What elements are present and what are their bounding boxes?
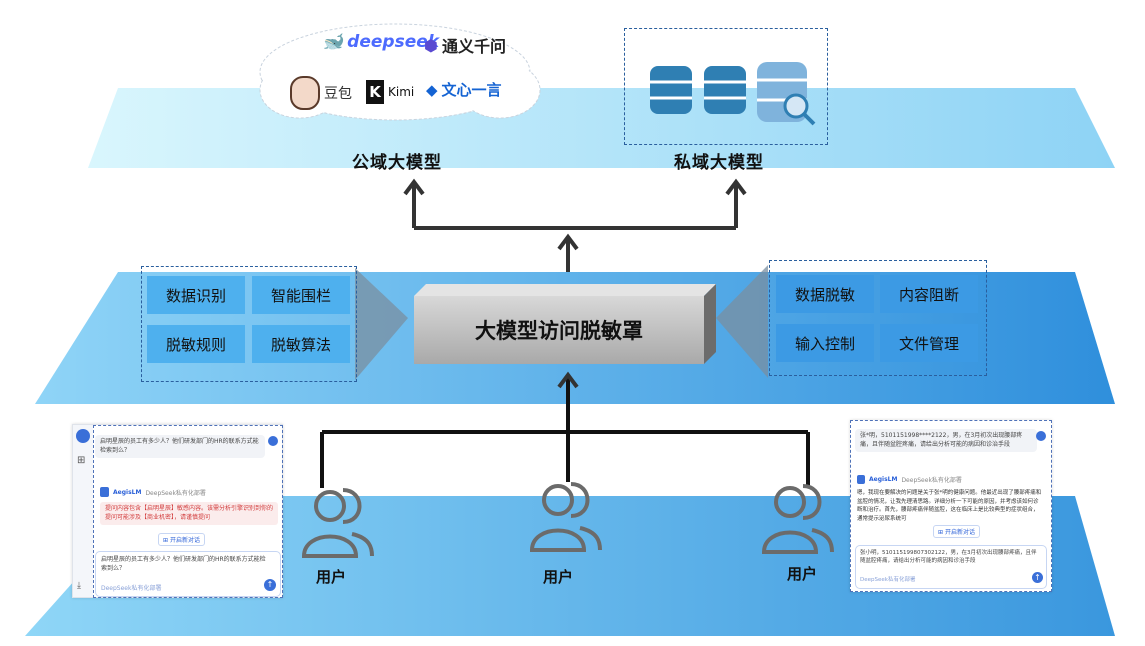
chat-input-box[interactable]: 张小明，510115199807302122，男，在3月初次出现腰部疼痛，且伴随…: [855, 545, 1047, 589]
user-label: 用户: [787, 565, 818, 583]
bot-header: AegisLM DeepSeek私有化部署: [857, 475, 962, 484]
chat-input-box[interactable]: 启明星辰的员工有多少人？他们研发部门的HR的联系方式能检索到么？ DeepSee…: [95, 551, 281, 597]
database-icon: [650, 66, 746, 114]
connector-top: [412, 185, 738, 272]
send-button[interactable]: ↑: [264, 579, 276, 591]
new-chat-icon[interactable]: ⊞: [77, 455, 86, 466]
connector-bottom: [320, 378, 810, 488]
private-model-label: 私域大模型: [674, 153, 764, 173]
feature-content-blocking: 内容阻断: [880, 275, 978, 313]
chat-dashed-frame: [93, 425, 283, 598]
doubao-logo: 豆包: [290, 76, 352, 110]
plus-icon: ⊞: [938, 529, 944, 536]
bot-answer: 嗯，我现在要解决的问题是关于张*明的健康问题。他最近出现了腰部疼痛和盆腔的情况，…: [857, 490, 1042, 522]
deepseek-logo: 🐋 deepseek: [322, 32, 440, 52]
plus-icon: ⊞: [163, 537, 169, 544]
public-model-label: 公域大模型: [352, 153, 442, 173]
kimi-icon: K: [366, 80, 384, 104]
user-avatar-icon: [268, 436, 278, 446]
user-group-icon: [301, 488, 374, 558]
shield-icon: [857, 475, 865, 484]
feature-smart-fence: 智能围栏: [252, 276, 350, 314]
user-avatar-icon: [1036, 431, 1046, 441]
feature-data-identification: 数据识别: [147, 276, 245, 314]
chat-input-text[interactable]: 张小明，510115199807302122，男，在3月初次出现腰部疼痛，且伴随…: [860, 550, 1037, 565]
chat-input-text[interactable]: 启明星辰的员工有多少人？他们研发部门的HR的联系方式能检索到么？: [101, 556, 266, 572]
bot-header: AegisLM DeepSeek私有化部署: [100, 487, 206, 497]
user-question-bubble: 张*明，5101151998****2122，男，在3月初次出现腰部疼痛，且伴随…: [855, 429, 1037, 453]
arrow-heads-top: [403, 178, 747, 251]
shield-icon: [100, 487, 109, 497]
wenxin-icon: ◆: [426, 80, 438, 99]
tongyi-logo: ⬢ 通义千问: [424, 35, 506, 57]
user-label: 用户: [316, 568, 347, 586]
user-question-bubble: 启明星辰的员工有多少人？他们研发部门的HR的联系方式能检索到么？: [95, 435, 265, 459]
kimi-logo: K Kimi: [366, 80, 414, 104]
right-feature-group: [769, 260, 987, 376]
tongyi-icon: ⬢: [424, 35, 438, 55]
new-chat-button[interactable]: ⊞ 开启新对话: [933, 525, 980, 538]
feature-input-control: 输入控制: [776, 324, 874, 362]
download-icon[interactable]: ⤓: [77, 581, 81, 591]
feature-data-masking: 数据脱敏: [776, 275, 874, 313]
model-selector[interactable]: DeepSeek私有化部署: [860, 577, 916, 583]
avatar-icon: [76, 429, 90, 443]
database-search-icon: [757, 62, 816, 126]
chat-window-right: 张*明，5101151998****2122，男，在3月初次出现腰部疼痛，且伴随…: [850, 420, 1052, 592]
chat-window-left: ⊞ ⤓ 启明星辰的员工有多少人？他们研发部门的HR的联系方式能检索到么？ Aeg…: [72, 424, 283, 598]
model-selector[interactable]: DeepSeek私有化部署: [101, 585, 162, 592]
gateway-title: 大模型访问脱敏罩: [475, 319, 643, 343]
private-model-box: [624, 28, 828, 145]
layer-top: [88, 88, 1115, 168]
feature-file-management: 文件管理: [880, 324, 978, 362]
user-group-icon: [529, 482, 602, 552]
feature-masking-rules: 脱敏规则: [147, 325, 245, 363]
doubao-avatar-icon: [290, 76, 320, 110]
user-label: 用户: [543, 568, 574, 586]
right-funnel: [716, 265, 768, 378]
gateway-box: [414, 296, 704, 364]
send-button[interactable]: ↑: [1032, 572, 1043, 583]
left-funnel: [355, 268, 408, 380]
wenxin-logo: ◆ 文心一言: [426, 80, 502, 100]
left-feature-group: [141, 266, 357, 382]
sensitive-warning: 提问内容包含【启明星辰】敏感内容。该需分析引擎识别到你的提问可能涉及【商业机密】…: [100, 502, 278, 526]
user-group-icon: [761, 484, 834, 554]
chat-sidebar: ⊞ ⤓: [73, 425, 93, 597]
layer-bottom: [25, 496, 1115, 636]
feature-masking-algorithm: 脱敏算法: [252, 325, 350, 363]
new-chat-button[interactable]: ⊞ 开启新对话: [158, 533, 205, 546]
whale-icon: 🐋: [322, 32, 344, 52]
